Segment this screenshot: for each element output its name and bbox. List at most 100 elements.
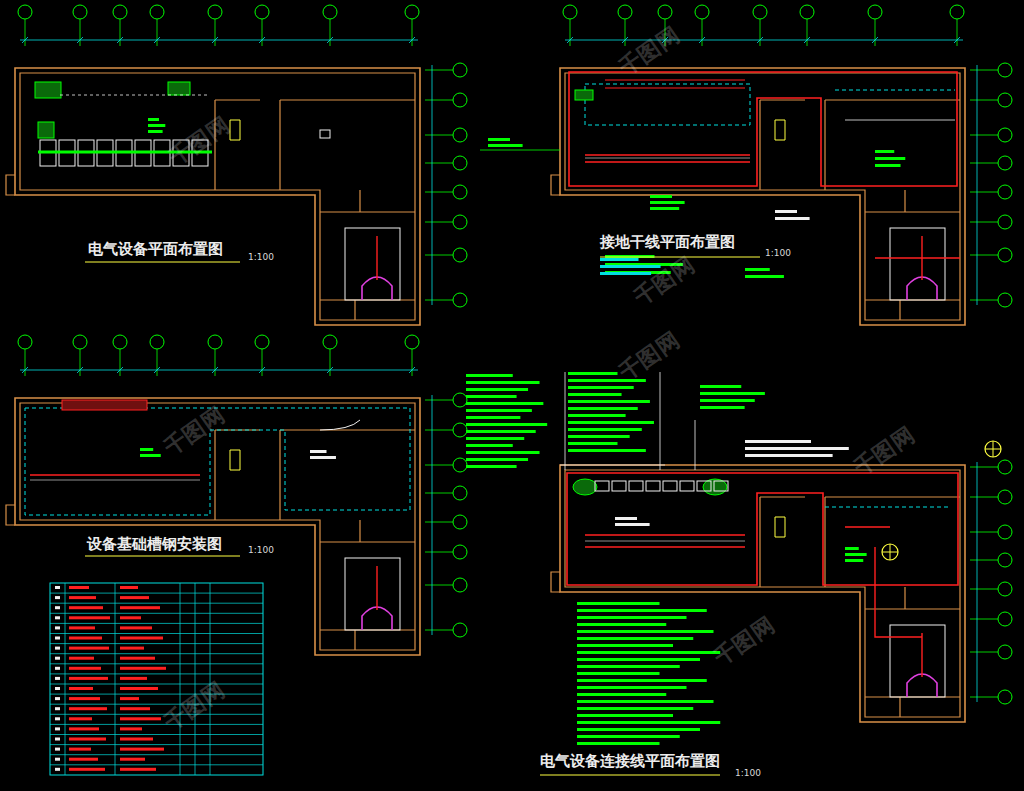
cad-line [565, 372, 695, 470]
illegible-text [650, 201, 685, 204]
cad-line [50, 764, 263, 765]
illegible-text [69, 647, 109, 650]
illegible-text [55, 687, 60, 690]
axis-bubble [453, 578, 467, 592]
cad-line [551, 572, 560, 592]
cad-line [585, 84, 750, 125]
cad-line [699, 37, 705, 43]
illegible-text [120, 626, 152, 629]
axis-bubble [998, 185, 1012, 199]
equipment-symbol [573, 479, 597, 495]
illegible-text [600, 265, 661, 268]
illegible-text [775, 217, 810, 220]
lamp-symbol [882, 544, 898, 560]
cad-line [921, 633, 922, 677]
cad-line [425, 430, 453, 431]
cad-line [970, 497, 998, 498]
cad-line [50, 754, 263, 755]
cad-line [50, 694, 263, 695]
watermark: 千图网 [630, 252, 699, 311]
scale-note: 1:100 [248, 545, 274, 556]
equipment-symbol [612, 481, 626, 491]
illegible-text [120, 768, 156, 771]
cad-line [77, 367, 83, 373]
cad-line [425, 100, 453, 101]
cad-line [262, 19, 263, 46]
cad-line [551, 175, 560, 195]
equipment-symbol [595, 481, 609, 491]
cad-line [907, 277, 937, 300]
axis-bubble [453, 393, 467, 407]
cad-line [376, 566, 377, 610]
illegible-text [745, 275, 784, 278]
cad-line [425, 400, 453, 401]
cad-line [409, 367, 415, 373]
cad-line [425, 135, 453, 136]
illegible-text [69, 717, 92, 720]
equipment-symbol [168, 82, 190, 95]
cad-line [970, 135, 998, 136]
cad-line [425, 163, 453, 164]
illegible-text [466, 437, 524, 440]
illegible-text [69, 616, 110, 619]
axis-bubble [453, 293, 467, 307]
illegible-text [69, 657, 94, 660]
cad-line [570, 19, 571, 46]
lamp-symbol [985, 441, 1001, 457]
cad-line [425, 255, 453, 256]
cad-line [215, 430, 415, 650]
illegible-text [120, 748, 164, 751]
illegible-text [568, 414, 626, 417]
illegible-text [466, 374, 513, 377]
illegible-text [466, 402, 543, 405]
illegible-text [577, 616, 687, 619]
cad-line [432, 65, 433, 305]
cad-line [970, 300, 998, 301]
illegible-text [775, 210, 797, 213]
illegible-text [745, 440, 811, 443]
annotation [480, 138, 784, 278]
cad-line [970, 652, 998, 653]
equipment-symbol [575, 90, 593, 100]
cad-line [540, 775, 720, 776]
illegible-text [577, 623, 666, 626]
axis-bubble [453, 623, 467, 637]
axis-bubble [998, 553, 1012, 567]
illegible-text [69, 768, 105, 771]
illegible-text [845, 559, 863, 562]
illegible-text [577, 602, 660, 605]
cad-line [120, 349, 121, 376]
cad-line [585, 535, 745, 547]
scale-note: 1:100 [248, 252, 274, 263]
cad-line [215, 100, 415, 320]
illegible-text [120, 687, 158, 690]
cable-schedule [466, 372, 1001, 745]
illegible-text [310, 450, 327, 453]
axis-bubble [998, 460, 1012, 474]
axis-bubble [73, 5, 87, 19]
illegible-text [55, 727, 60, 730]
cad-line [585, 158, 750, 159]
illegible-text [310, 456, 336, 459]
cad-line [480, 150, 560, 151]
cad-line [977, 65, 978, 305]
cad-line [970, 163, 998, 164]
cad-line [565, 73, 960, 320]
illegible-text [69, 586, 89, 589]
axis-bubble [453, 515, 467, 529]
cad-line [907, 674, 937, 697]
axis-bubble [998, 612, 1012, 626]
cad-line [25, 349, 26, 376]
axis-bubble [323, 335, 337, 349]
illegible-text [466, 409, 532, 412]
floor-plan [551, 460, 1012, 722]
illegible-text [55, 586, 60, 589]
illegible-text [577, 609, 707, 612]
watermark: 千图网 [710, 612, 779, 671]
watermark: 千图网 [165, 112, 234, 171]
axis-bubble [998, 63, 1012, 77]
cad-line [432, 395, 433, 635]
cad-line [157, 349, 158, 376]
cad-line [259, 37, 265, 43]
cad-line [585, 155, 750, 162]
